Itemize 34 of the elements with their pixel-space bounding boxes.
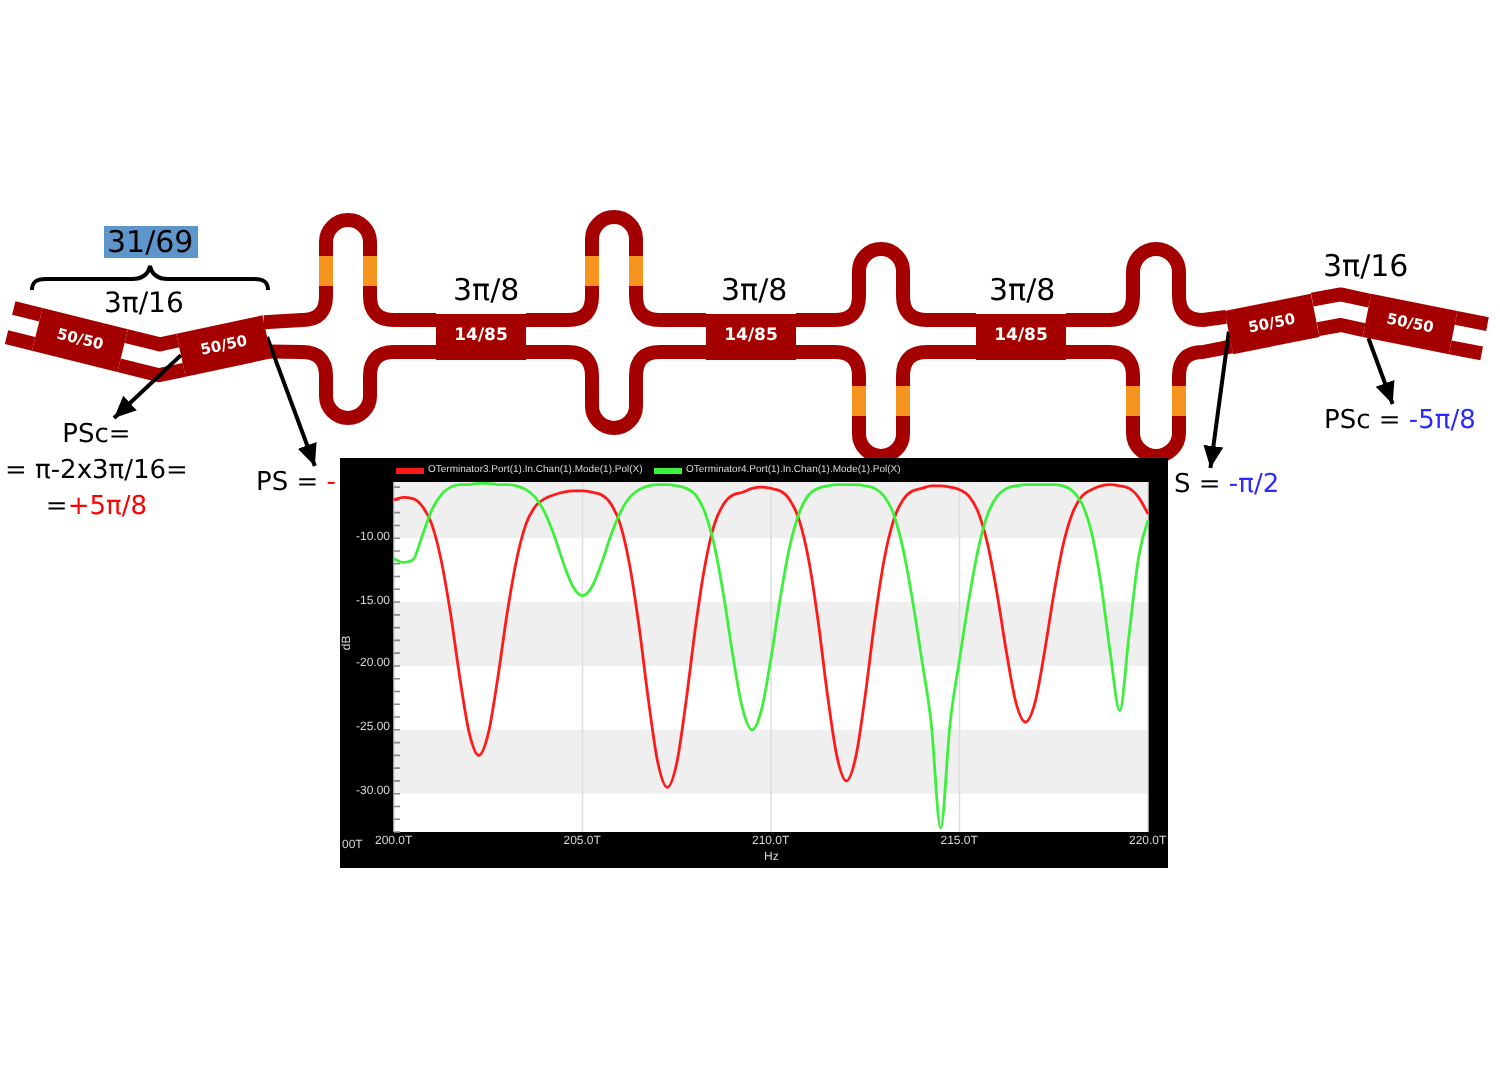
waveguide: [796, 242, 976, 327]
waveguide: [1316, 318, 1366, 337]
waveguide: [270, 344, 436, 425]
arrow: [265, 336, 317, 467]
waveguide: [796, 345, 976, 463]
coupler-box: [1362, 293, 1458, 355]
waveguide: [12, 301, 43, 322]
waveguide: [117, 358, 186, 383]
ratio-highlight: 31/69: [103, 225, 198, 258]
phase-label: 3π/8: [453, 273, 520, 306]
waveguide: [1454, 310, 1489, 331]
formula-text: PSc = -5π/8: [1324, 404, 1476, 440]
arrow: [1203, 331, 1231, 469]
arrow: [1366, 337, 1395, 405]
formula-text: S = -π/2: [1174, 468, 1280, 504]
phase-label: 3π/16: [104, 289, 184, 320]
waveguide: [263, 213, 436, 330]
waveguide: [1310, 287, 1372, 308]
formula-text: PS = -: [256, 466, 336, 502]
phase-label: 3π/8: [989, 273, 1056, 306]
waveguide: [526, 210, 706, 327]
formula-text: PSc= = π-2x3π/16= =+5π/8: [5, 418, 188, 526]
waveguide: [1448, 340, 1483, 361]
coupler-ratio: 14/85: [994, 327, 1048, 345]
waveguide: [1066, 242, 1227, 327]
waveguide: [4, 330, 36, 351]
waveguide: [1066, 339, 1234, 463]
waveguide: [124, 329, 180, 352]
phase-label: 3π/8: [721, 273, 788, 306]
waveguide: [526, 345, 706, 435]
arrow: [112, 353, 183, 420]
phase-label: 3π/16: [1323, 249, 1409, 282]
coupler-ratio: 14/85: [454, 327, 508, 345]
coupler-ratio: 14/85: [724, 327, 778, 345]
